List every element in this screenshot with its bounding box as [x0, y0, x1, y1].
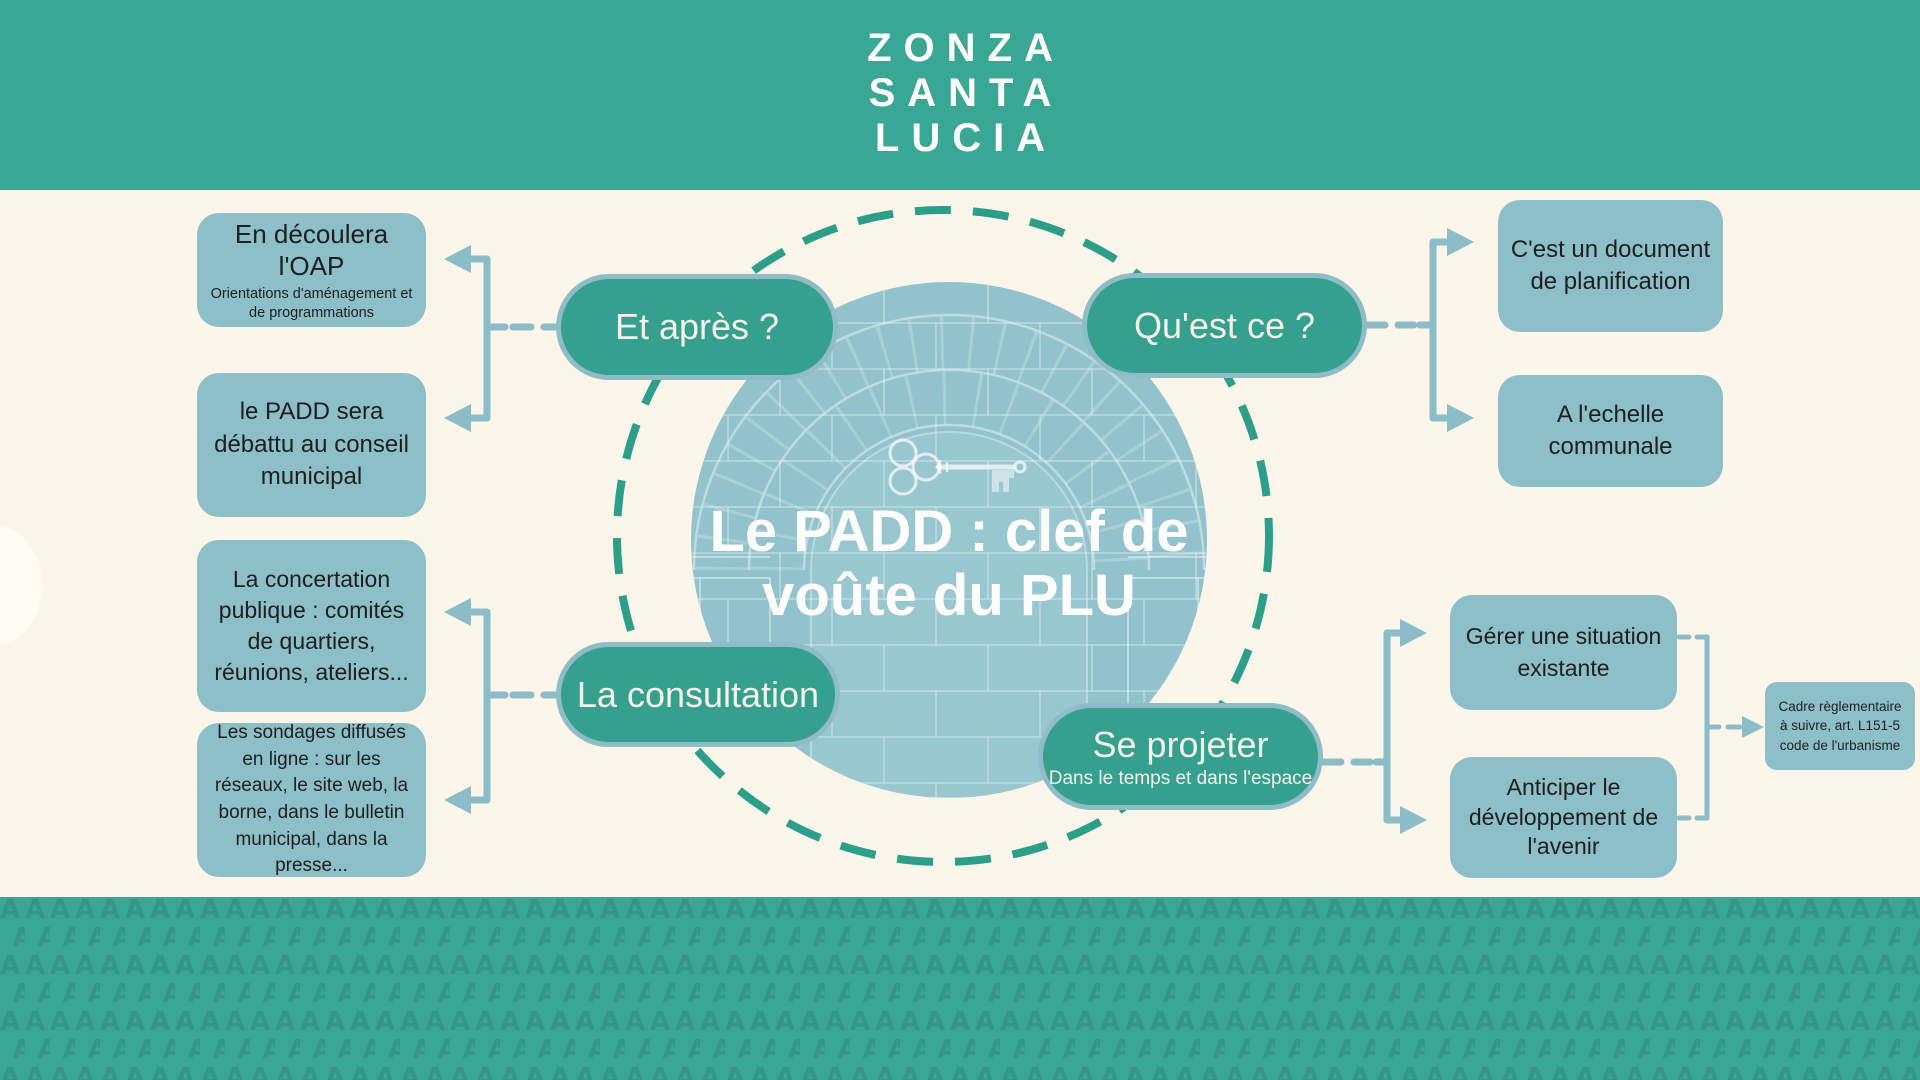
key-icon — [888, 438, 1027, 496]
box-cadre-reglementaire: Cadre règlementaire à suivre, art. L151-… — [1765, 682, 1915, 770]
connector-arrowheads — [444, 228, 1764, 834]
box-text: Cadre règlementaire à suivre, art. L151-… — [1778, 698, 1902, 753]
pill-se-projeter: Se projeter Dans le temps et dans l'espa… — [1038, 703, 1323, 810]
box-sondages: Les sondages diffusés en ligne : sur les… — [197, 722, 426, 877]
box-text: C'est un document de planification — [1510, 235, 1711, 295]
box-gerer-situation: Gérer une situation existante — [1450, 595, 1677, 710]
logo-line: ZONZA — [867, 26, 1065, 70]
footer-band: A A — [0, 897, 1920, 1080]
logo-zonza-santa-lucia: ZONZA SANTA LUCIA — [0, 26, 1920, 162]
logo-line: LUCIA — [874, 116, 1058, 161]
pill-la-consultation: La consultation — [556, 642, 840, 747]
logo-line: SANTA — [868, 71, 1064, 116]
box-document-planification: C'est un document de planification — [1498, 200, 1723, 332]
header-band: ZONZA SANTA LUCIA — [0, 0, 1920, 190]
pill-label: Se projeter — [1092, 723, 1269, 765]
box-anticiper-developpement: Anticiper le développement de l'avenir — [1450, 757, 1677, 878]
pill-et-apres: Et après ? — [556, 274, 838, 380]
footer-pattern: A A — [0, 897, 1920, 1080]
pill-quest-ce: Qu'est ce ? — [1082, 273, 1367, 378]
edge-blob — [0, 525, 42, 645]
box-text: le PADD sera débattu au conseil municipa… — [214, 398, 409, 491]
box-text: Les sondages diffusés en ligne : sur les… — [214, 722, 409, 877]
box-text: Gérer une situation existante — [1465, 623, 1662, 681]
dashed-circle — [613, 206, 1273, 866]
box-text: A l'echelle communale — [1548, 400, 1673, 460]
box-text: En découlera l'OAP — [234, 218, 389, 282]
box-echelle-communale: A l'echelle communale — [1498, 375, 1723, 487]
box-text: Anticiper le développement de l'avenir — [1468, 773, 1659, 860]
box-text: La concertation publique : comités de qu… — [214, 565, 409, 686]
central-title: Le PADD : clef de voûte du PLU — [709, 499, 1189, 628]
pill-label: La consultation — [576, 673, 820, 715]
pill-label: Qu'est ce ? — [1134, 304, 1315, 346]
pill-label: Et après ? — [614, 306, 780, 347]
box-subtext: Orientations d'aménagement et de program… — [210, 285, 413, 321]
box-concertation-publique: La concertation publique : comités de qu… — [197, 540, 426, 712]
pill-subtitle: Dans le temps et dans l'espace — [1048, 767, 1313, 789]
box-padd-debattu: le PADD sera débattu au conseil municipa… — [197, 373, 426, 517]
box-en-decoulera-oap: En découlera l'OAP Orientations d'aménag… — [197, 213, 426, 327]
